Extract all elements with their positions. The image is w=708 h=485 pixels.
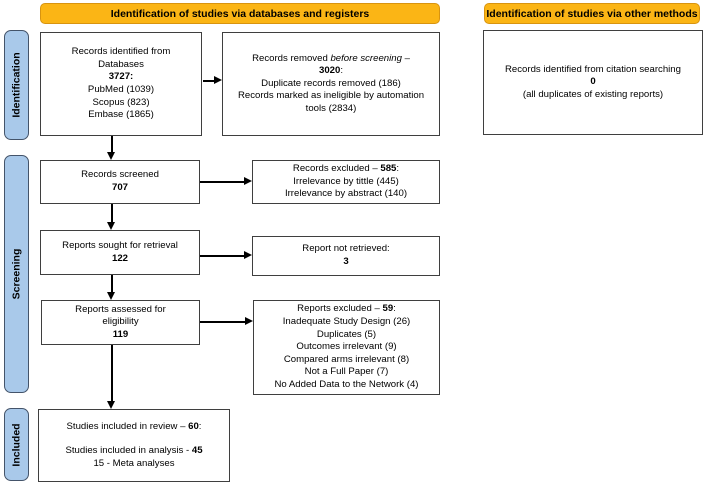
arrow-sought-to-notretrieved	[200, 252, 252, 259]
records-removed-reason1: Duplicate records removed (186)	[261, 77, 401, 89]
records-excluded-title: Records excluded – 585:	[292, 163, 400, 175]
reports-excluded-title: Reports excluded – 59:	[297, 303, 396, 315]
arrow-sought-to-assessed	[108, 275, 115, 300]
box-records-excluded: Records excluded – 585: Irrelevance by t…	[252, 160, 440, 204]
arrow-screened-to-sought	[108, 204, 115, 230]
records-screened-label: Records screened	[81, 169, 159, 181]
records-removed-total: 3020:	[318, 65, 343, 77]
records-identified-line2: Databases	[98, 58, 144, 70]
reports-excluded-reason-5: Not a Full Paper (7)	[304, 366, 389, 378]
sidebar-stage-screening: Screening	[4, 155, 29, 393]
header-databases-registers: Identification of studies via databases …	[40, 3, 440, 24]
header-other-methods: Identification of studies via other meth…	[484, 3, 700, 24]
box-citation-searching: Records identified from citation searchi…	[483, 30, 703, 135]
box-records-identified: Records identified from Databases 3727: …	[40, 32, 202, 136]
source-pubmed: PubMed (1039)	[87, 84, 155, 95]
reports-assessed-total: 119	[112, 328, 129, 340]
arrow-identified-to-removed	[203, 77, 222, 84]
arrow-assessed-to-excluded	[200, 318, 253, 325]
included-review-line: Studies included in review – 60:	[66, 420, 202, 432]
arrow-screened-to-excluded	[200, 178, 252, 185]
records-screened-total: 707	[111, 182, 128, 193]
sidebar-identification-label: Identification	[10, 52, 23, 118]
reports-excluded-reason-3: Outcomes irrelevant (9)	[296, 341, 397, 353]
box-records-screened: Records screened 707	[40, 160, 200, 204]
reports-excluded-reason-2: Duplicates (5)	[316, 328, 377, 340]
citation-line2: (all duplicates of existing reports)	[522, 88, 664, 100]
header-databases-label: Identification of studies via databases …	[110, 7, 370, 20]
reports-excluded-reason-6: No Added Data to the Network (4)	[274, 378, 419, 390]
sidebar-screening-label: Screening	[10, 248, 23, 300]
not-retrieved-label: Report not retrieved:	[302, 243, 390, 255]
box-reports-assessed: Reports assessed for eligibility 119	[41, 300, 200, 345]
arrow-identified-to-screened	[108, 136, 115, 160]
source-embase: Embase (1865)	[88, 109, 154, 121]
box-studies-included: Studies included in review – 60: Studies…	[38, 409, 230, 482]
records-excluded-reason2: Irrelevance by abstract (140)	[284, 188, 408, 200]
citation-total: 0	[590, 76, 596, 88]
citation-line1: Records identified from citation searchi…	[505, 63, 681, 75]
reports-sought-label: Reports sought for retrieval	[62, 239, 178, 251]
not-retrieved-total: 3	[343, 256, 349, 267]
included-meta-line: 15 - Meta analyses	[93, 457, 175, 469]
box-reports-sought: Reports sought for retrieval 122	[40, 230, 200, 275]
records-removed-reason2: Records marked as ineligible by automati…	[237, 90, 425, 114]
box-reports-excluded: Reports excluded – 59: Inadequate Study …	[253, 300, 440, 395]
box-records-removed: Records removed before screening – 3020:…	[222, 32, 440, 136]
source-scopus: Scopus (823)	[92, 96, 150, 108]
included-analysis-line: Studies included in analysis - 45	[65, 445, 203, 457]
reports-sought-total: 122	[111, 252, 128, 264]
reports-excluded-reason-1: Inadequate Study Design (26)	[282, 316, 411, 328]
sidebar-stage-included: Included	[4, 408, 29, 481]
before-screening-italic: before screening	[330, 52, 402, 64]
sidebar-included-label: Included	[10, 422, 23, 467]
sidebar-stage-identification: Identification	[4, 30, 29, 140]
records-identified-total: 3727:	[108, 71, 134, 83]
arrow-assessed-to-included	[108, 345, 115, 409]
box-not-retrieved: Report not retrieved: 3	[252, 236, 440, 276]
reports-assessed-line2: eligibility	[102, 316, 139, 328]
records-removed-line1: Records removed before screening –	[252, 52, 410, 64]
header-other-methods-label: Identification of studies via other meth…	[486, 7, 698, 20]
records-excluded-reason1: Irrelevance by tittle (445)	[293, 175, 399, 187]
reports-excluded-reason-4: Compared arms irrelevant (8)	[283, 353, 410, 365]
records-identified-line1: Records identified from	[71, 46, 171, 58]
reports-assessed-line1: Reports assessed for	[75, 303, 166, 315]
